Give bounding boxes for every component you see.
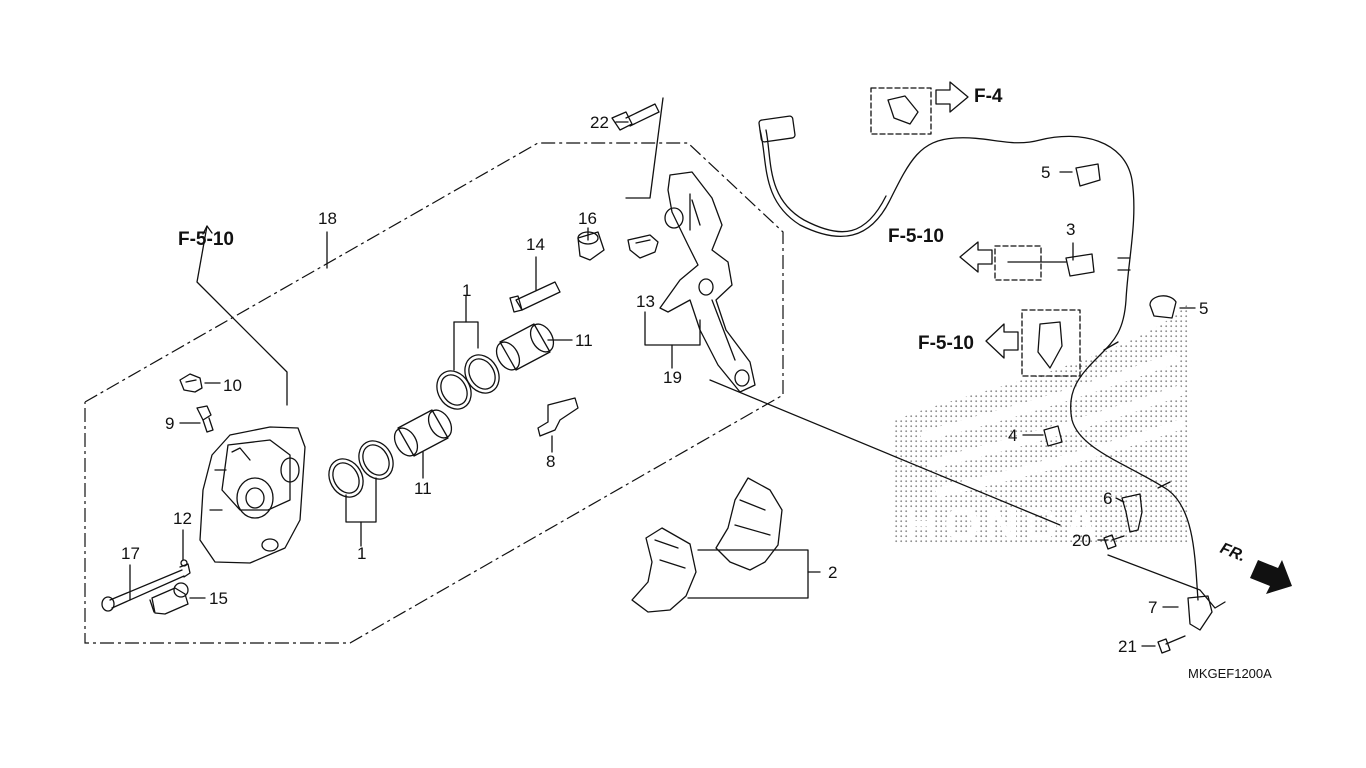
- callout-1-lower: 1: [357, 544, 367, 563]
- callout-13: 13: [636, 292, 655, 311]
- piston-seals-upper: [436, 354, 500, 410]
- callout-21: 21: [1118, 637, 1137, 656]
- callout-15: 15: [209, 589, 228, 608]
- slide-pin: [509, 281, 561, 313]
- pad-retainer: [537, 397, 579, 437]
- bleeder-cap: [179, 373, 203, 393]
- callout-16: 16: [578, 209, 597, 228]
- callout-14: 14: [526, 235, 545, 254]
- clamp-f4-box: [870, 87, 932, 135]
- callout-2: 2: [828, 563, 838, 582]
- callout-19: 19: [663, 368, 682, 387]
- wire-clamp-3: [1065, 253, 1095, 277]
- bolt-21: [1157, 635, 1186, 654]
- piston-seals-lower: [328, 440, 394, 498]
- reference-f510-mid[interactable]: F-5-10: [888, 226, 944, 247]
- wire-guide-6: [1121, 493, 1143, 533]
- callout-9: 9: [165, 414, 175, 433]
- callout-11-lower: 11: [414, 479, 432, 498]
- reference-f510-left[interactable]: F-5-10: [178, 229, 234, 250]
- stippled-honda-wing-logo: HONDA: [895, 300, 1190, 550]
- caliper-pin: [101, 563, 191, 612]
- leader-lines: [129, 97, 1226, 647]
- hollow-arrow-left-icon: [985, 323, 1019, 359]
- piston-lower: [393, 409, 453, 457]
- callout-22: 22: [590, 113, 609, 132]
- abs-sensor-wire: [758, 115, 1199, 601]
- callout-7: 7: [1148, 598, 1158, 617]
- callout-4: 4: [1008, 426, 1018, 445]
- callout-5-top: 5: [1041, 163, 1051, 182]
- callout-20: 20: [1072, 531, 1091, 550]
- o-ring: [180, 559, 188, 567]
- arrow-up-icon: [202, 225, 213, 235]
- callout-18: 18: [318, 209, 337, 228]
- reference-f510-low[interactable]: F-5-10: [918, 333, 974, 354]
- diagram-code: MKGEF1200A: [1188, 666, 1272, 681]
- brake-pads: [631, 477, 783, 613]
- caliper-assembly-outline: [84, 142, 784, 644]
- callout-10: 10: [223, 376, 242, 395]
- callout-17: 17: [121, 544, 140, 563]
- callout-8: 8: [546, 452, 556, 471]
- callout-3: 3: [1066, 220, 1076, 239]
- pad-spring: [627, 234, 659, 259]
- pin-boot: [149, 582, 189, 615]
- bolt-20: [1103, 534, 1125, 550]
- wire-clip-5-mid: [1149, 295, 1177, 319]
- callout-12: 12: [173, 509, 192, 528]
- caliper-bracket: [659, 171, 756, 393]
- hollow-arrow-left-icon: [959, 241, 993, 273]
- clamp-f510-low-box: [1021, 309, 1081, 377]
- callout-1-upper: 1: [462, 281, 472, 300]
- hollow-arrow-right-icon: [935, 81, 969, 113]
- wheel-speed-sensor: [1187, 595, 1213, 631]
- wire-grommet-4: [1043, 425, 1063, 447]
- callout-5-mid: 5: [1199, 299, 1209, 318]
- callout-11-upper: 11: [575, 331, 593, 350]
- mounting-bolt-22: [611, 103, 660, 131]
- callout-6: 6: [1103, 489, 1113, 508]
- wire-clip-5-top: [1075, 163, 1101, 187]
- piston-upper: [495, 323, 555, 371]
- reference-f4[interactable]: F-4: [974, 86, 1003, 107]
- bleeder-screw: [196, 405, 214, 433]
- svg-text:HONDA: HONDA: [905, 498, 1104, 550]
- caliper-body: [199, 426, 306, 564]
- clamp-f510-mid-box: [994, 245, 1042, 281]
- solid-arrow-down-right-icon: [1250, 560, 1292, 594]
- slide-pin-boot: [577, 231, 605, 261]
